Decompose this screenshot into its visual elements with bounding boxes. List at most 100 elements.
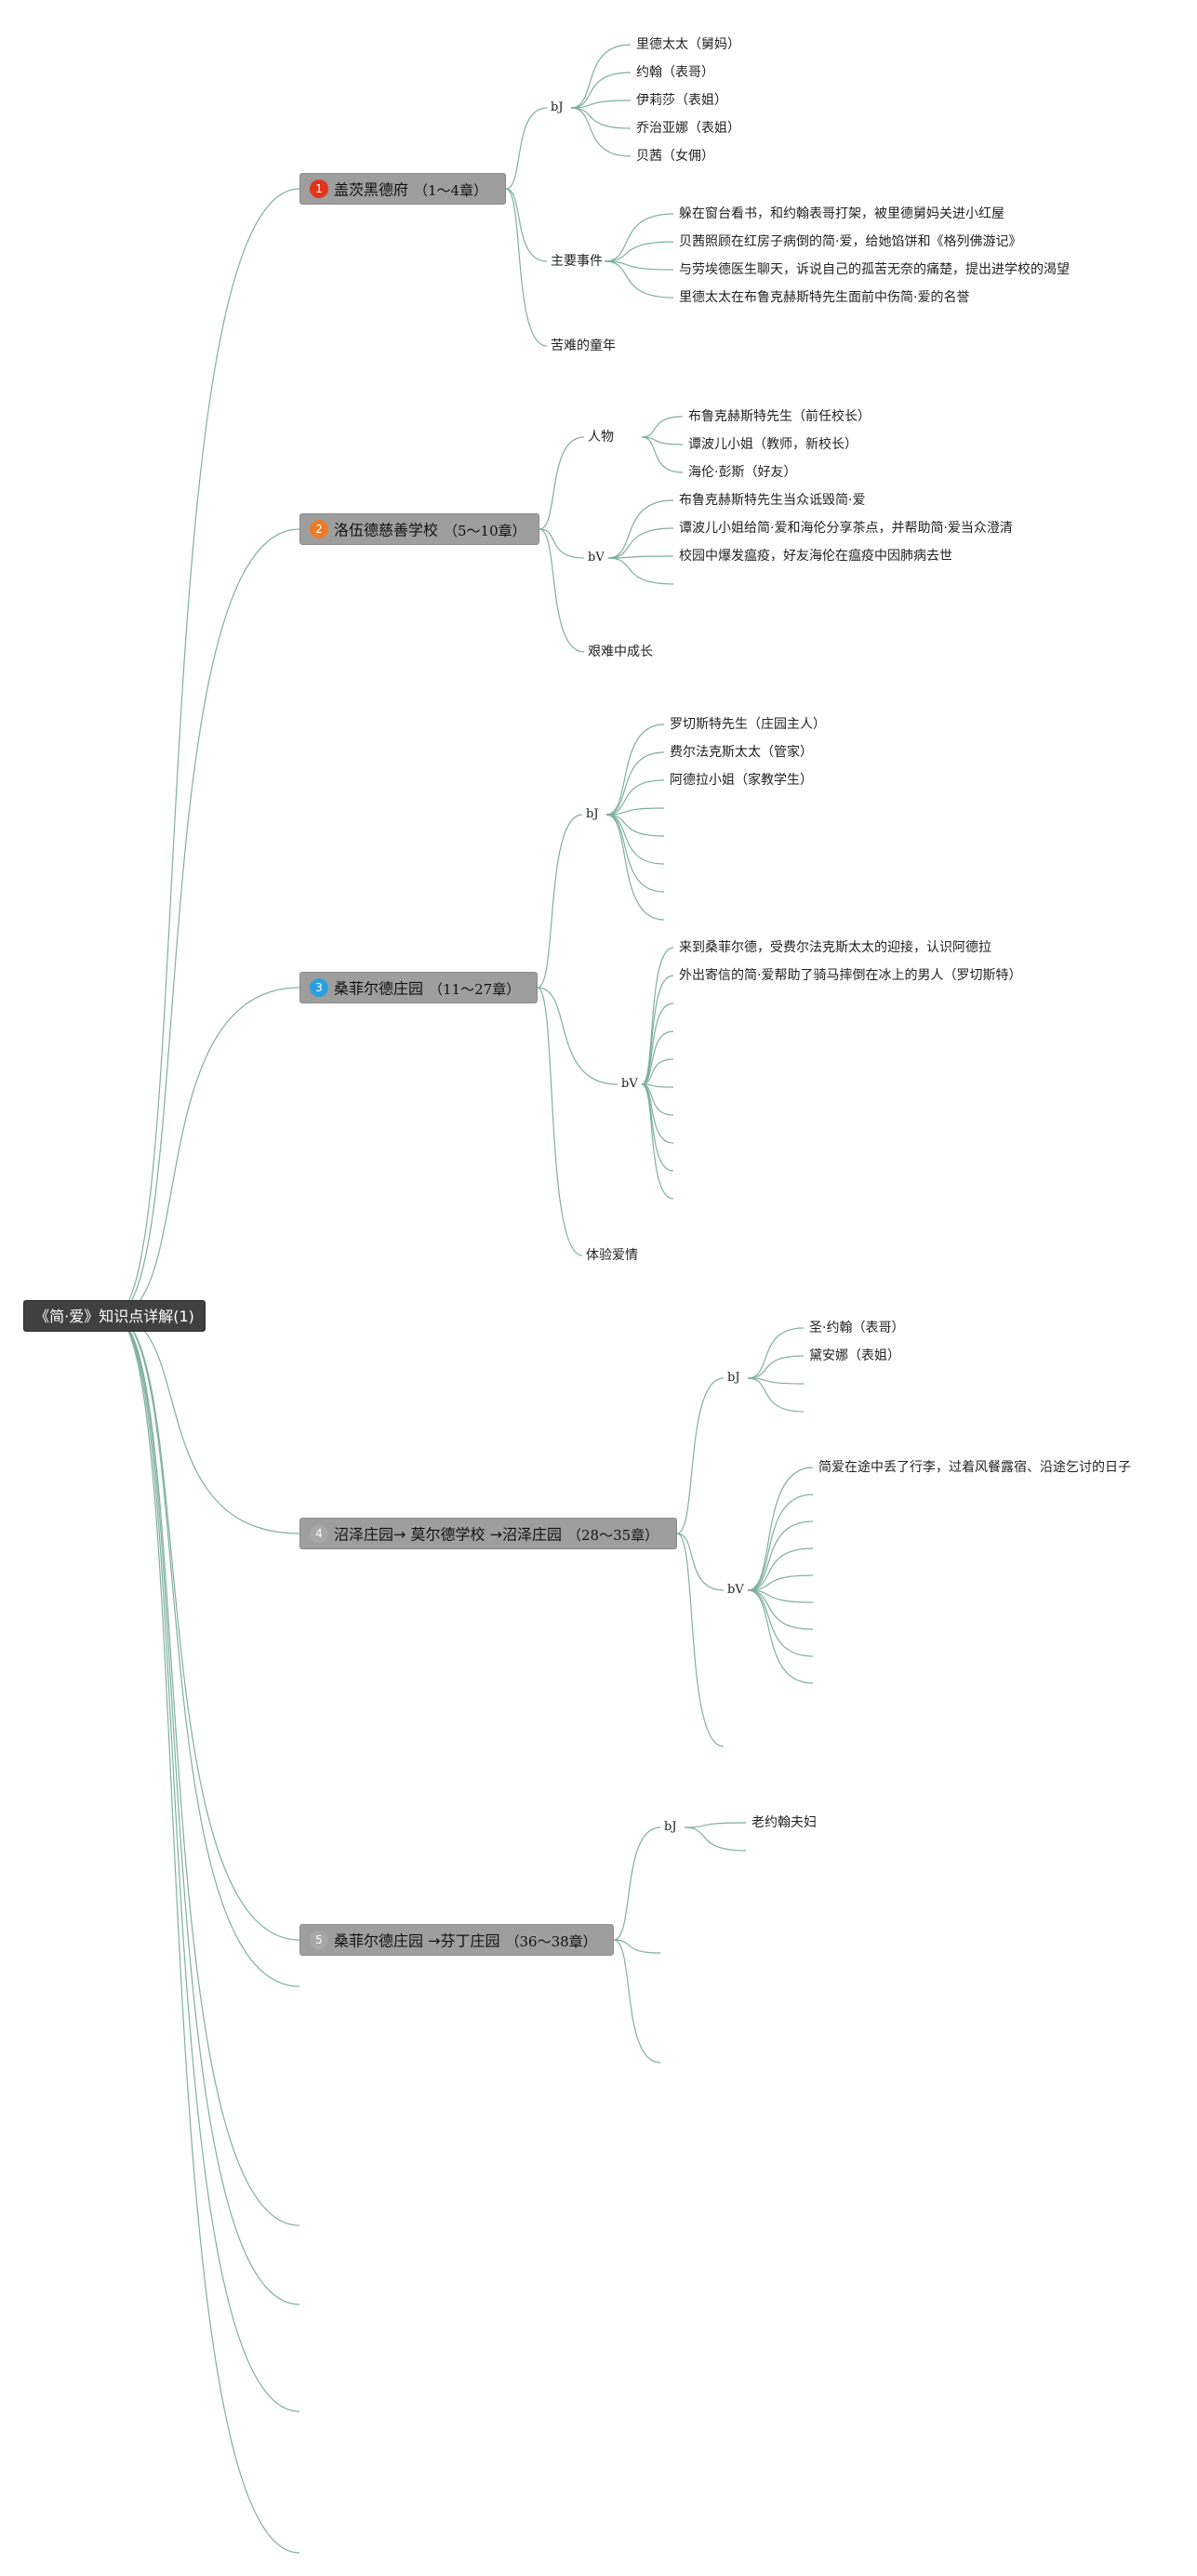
- leaf-item[interactable]: 费尔法克斯太太（管家）: [670, 745, 813, 760]
- branch-5-item-line: [684, 1822, 747, 1828]
- branch-1-group-2-line: [505, 188, 548, 262]
- leaf-item[interactable]: 黛安娜（表姐）: [809, 1348, 900, 1363]
- leaf-item[interactable]: 约翰（表哥）: [636, 65, 714, 80]
- branch-4-group-1-line: [676, 1377, 725, 1534]
- branch-4-item-line: [747, 1467, 814, 1591]
- branch-2-item-line: [607, 555, 674, 559]
- group-label[interactable]: 苦难的童年: [551, 339, 616, 353]
- root-to-branch-2-line: [113, 528, 300, 1317]
- branch-1-item-line: [604, 213, 674, 262]
- leaf-item[interactable]: 伊莉莎（表姐）: [636, 93, 727, 108]
- leaf-item[interactable]: 阿德拉小姐（家教学生）: [670, 773, 813, 788]
- group-label[interactable]: bJ: [586, 807, 599, 821]
- group-label[interactable]: bJ: [727, 1371, 740, 1385]
- branch-4-item-line: [747, 1355, 805, 1379]
- branch-2-group-3-line: [539, 528, 585, 653]
- leaf-item[interactable]: 校园中爆发瘟疫，好友海伦在瘟疫中因肺病去世: [679, 549, 952, 564]
- root-to-branch-5-line: [113, 1315, 300, 1941]
- leaf-item[interactable]: 罗切斯特先生（庄园主人）: [670, 717, 826, 732]
- number-2-icon: 2: [310, 520, 328, 538]
- leaf-item[interactable]: 贝茜（女佣）: [636, 149, 714, 164]
- branch-chapters: （5～10章）: [444, 522, 526, 539]
- branch-1-item-line: [604, 241, 674, 262]
- leaf-item[interactable]: 与劳埃德医生聊天，诉说自己的孤苦无奈的痛楚，提出进学校的渴望: [679, 262, 1070, 277]
- branch-4-item-line: [747, 1547, 814, 1591]
- branch-3-item-line: [641, 1083, 674, 1200]
- branch-2-item-line: [607, 557, 674, 585]
- branch-2-group-2-line: [539, 528, 585, 559]
- branch-4-item-line: [747, 1377, 805, 1413]
- leaf-item[interactable]: 布鲁克赫斯特先生当众诋毁简·爱: [679, 493, 866, 508]
- branch-2-item-line: [641, 436, 684, 473]
- leaf-item[interactable]: 海伦·彭斯（好友）: [688, 465, 797, 480]
- root-to-branch-1-line: [113, 188, 300, 1317]
- group-label[interactable]: bJ: [664, 1820, 677, 1834]
- number-5-icon: 5: [310, 1931, 328, 1949]
- leaf-item[interactable]: 乔治亚娜（表姐）: [636, 121, 740, 136]
- branch-title: 桑菲尔德庄园: [334, 979, 424, 998]
- leaf-item[interactable]: 谭波儿小姐（教师，新校长）: [688, 437, 858, 452]
- branch-2-group-1-line: [539, 436, 585, 530]
- leaf-item[interactable]: 里德太太（舅妈）: [636, 37, 740, 52]
- branch-1-item-line: [570, 100, 632, 109]
- leaf-item[interactable]: 圣·约翰（表哥）: [809, 1321, 905, 1335]
- branch-chapters: （36～38章）: [505, 1932, 597, 1950]
- branch-3-item-line: [605, 724, 665, 816]
- branch-4-item-line: [747, 1520, 814, 1591]
- number-4-icon: 4: [310, 1524, 328, 1543]
- branch-1-group-1-line: [505, 107, 548, 190]
- branch-chapters: （28～35章）: [567, 1526, 659, 1544]
- root-to-branch-3-line: [113, 987, 300, 1317]
- group-label[interactable]: bV: [727, 1583, 744, 1597]
- branch-3-item-line: [605, 807, 665, 816]
- branch-4-item-line: [747, 1589, 814, 1603]
- group-label[interactable]: bV: [621, 1077, 638, 1091]
- leaf-item[interactable]: 布鲁克赫斯特先生（前任校长）: [688, 409, 871, 424]
- branch-1-item-line: [570, 107, 632, 157]
- group-label[interactable]: 主要事件: [551, 254, 603, 269]
- group-label[interactable]: bJ: [551, 100, 564, 114]
- branch-3-item-line: [641, 947, 674, 1085]
- branch-3-item-line: [641, 1083, 674, 1172]
- group-label[interactable]: 艰难中成长: [588, 644, 653, 659]
- branch-2-item-line: [607, 527, 674, 559]
- leaf-item[interactable]: 简爱在途中丢了行李，过着风餐露宿、沿途乞讨的日子: [818, 1460, 1131, 1475]
- group-label[interactable]: bV: [588, 551, 605, 564]
- number-1-icon: 1: [310, 179, 328, 198]
- branch-3-item-line: [641, 1003, 674, 1085]
- branch-1-item-line: [604, 260, 674, 299]
- branch-2[interactable]: 2 洛伍德慈善学校 （5～10章）: [299, 513, 539, 545]
- branch-1-item-line: [604, 260, 674, 271]
- group-label[interactable]: 体验爱情: [586, 1248, 638, 1263]
- branch-3-item-line: [605, 814, 665, 865]
- branch-4-item-line: [747, 1377, 805, 1385]
- leaf-item[interactable]: 贝茜照顾在红房子病倒的简·爱，给她馅饼和《格列佛游记》: [679, 234, 1022, 249]
- branch-3-item-line: [641, 975, 674, 1085]
- branch-3-item-line: [641, 1030, 674, 1085]
- branch-title: 洛伍德慈善学校: [334, 521, 439, 539]
- leaf-item[interactable]: 老约翰夫妇: [751, 1815, 817, 1830]
- root-extra-line-1: [113, 1315, 300, 1987]
- branch-4-item-line: [747, 1494, 814, 1591]
- branch-1-item-line: [570, 72, 632, 109]
- branch-2-item-line: [641, 436, 684, 445]
- leaf-item[interactable]: 躲在窗台看书，和约翰表哥打架，被里德舅妈关进小红屋: [679, 206, 1004, 221]
- leaf-item[interactable]: 外出寄信的简·爱帮助了骑马摔倒在冰上的男人（罗切斯特）: [679, 968, 1022, 983]
- root-extra-line-2: [113, 1315, 300, 2226]
- branch-3-item-line: [605, 814, 665, 837]
- branch-1-item-line: [570, 44, 632, 109]
- branch-4-item-line: [747, 1574, 814, 1591]
- branch-chapters: （1～4章）: [414, 181, 488, 199]
- root-node[interactable]: 《简·爱》知识点详解(1): [23, 1300, 206, 1332]
- branch-5-item-line: [684, 1826, 747, 1852]
- branch-3-item-line: [605, 814, 665, 921]
- leaf-item[interactable]: 里德太太在布鲁克赫斯特先生面前中伤简·爱的名誉: [679, 290, 970, 305]
- leaf-item[interactable]: 来到桑菲尔德，受费尔法克斯太太的迎接，认识阿德拉: [679, 940, 991, 955]
- group-label[interactable]: 人物: [588, 430, 614, 445]
- leaf-item[interactable]: 谭波儿小姐给简·爱和海伦分享茶点，并帮助简·爱当众澄清: [679, 521, 1013, 536]
